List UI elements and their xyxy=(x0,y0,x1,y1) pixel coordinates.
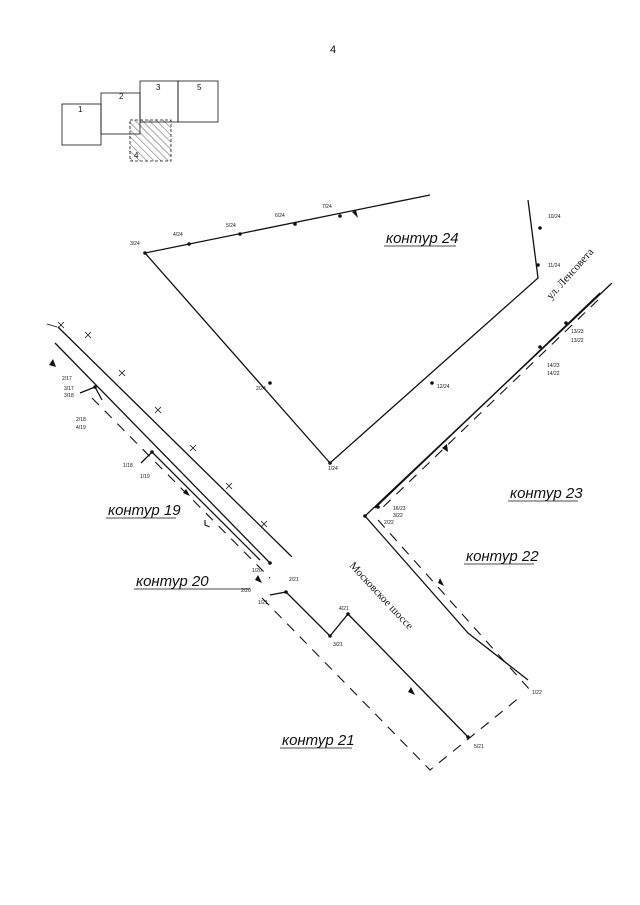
key-label-3: 3 xyxy=(156,83,161,92)
contour-24-boundary xyxy=(143,194,542,465)
contour-19-20-boundary xyxy=(46,321,293,583)
pt-1-24: 1/24 xyxy=(328,466,338,472)
pt-5-24: 5/24 xyxy=(226,223,236,229)
pt-3-22: 3/22 xyxy=(393,513,403,519)
pt-1-22: 1/22 xyxy=(532,690,542,696)
page-number: 4 xyxy=(330,44,336,56)
pt-14-23: 14/23 xyxy=(547,363,560,369)
label-contour-20: контур 20 xyxy=(136,573,209,590)
pt-1-20: 1/20 xyxy=(252,568,262,574)
pt-4-24: 4/24 xyxy=(173,232,183,238)
pt-13-22: 13/22 xyxy=(571,338,584,344)
pt-13-23: 13/23 xyxy=(571,329,584,335)
label-contour-23: контур 23 xyxy=(510,485,583,502)
pt-3-17: 3/17 xyxy=(64,386,74,392)
label-contour-19: контур 19 xyxy=(108,502,181,519)
pt-6-24: 6/24 xyxy=(275,213,285,219)
pt-11-24: 11/24 xyxy=(548,263,560,269)
pt-5-21: 5/21 xyxy=(474,744,484,750)
pt-2-18: 2/18 xyxy=(76,417,86,423)
street-moskovskoe: Московское шоссе xyxy=(347,560,416,632)
pt-2-24: 2/24 xyxy=(256,386,266,392)
pt-2-22: 2/22 xyxy=(384,520,394,526)
pt-2-21: 2/21 xyxy=(289,577,299,583)
pt-2-19: 1/19 xyxy=(140,474,150,480)
label-contour-22: контур 22 xyxy=(466,548,539,565)
pt-2-20: 2/20 xyxy=(241,588,251,594)
label-contour-21: контур 21 xyxy=(282,732,355,749)
pt-3-24: 3/24 xyxy=(130,241,140,247)
pt-16-23: 16/23 xyxy=(393,506,406,512)
pt-2-17: 2/17 xyxy=(62,376,72,382)
pt-4-21: 4/21 xyxy=(339,606,349,612)
pt-14-22: 14/22 xyxy=(547,371,560,377)
pt-4-19: 4/19 xyxy=(76,425,86,431)
contour-21-boundary xyxy=(261,590,521,771)
key-map: 1 2 3 5 4 xyxy=(61,80,219,162)
key-sheet-4 xyxy=(129,119,172,162)
street-lensoveta: ул. Ленсовета xyxy=(544,246,596,302)
key-label-4: 4 xyxy=(134,151,139,160)
label-contour-24: контур 24 xyxy=(386,230,459,247)
key-label-2: 2 xyxy=(119,92,124,101)
key-sheet-5 xyxy=(177,80,219,123)
pt-12-24: 12/24 xyxy=(437,384,450,390)
pt-3-21: 3/21 xyxy=(333,642,343,648)
pt-1-21: 1/21 xyxy=(258,600,268,606)
pt-10-24: 10/24 xyxy=(548,214,561,220)
pt-7-24: 7/24 xyxy=(322,204,332,210)
contour-23-22-boundary xyxy=(363,282,613,691)
pt-3-18: 3/18 xyxy=(64,393,74,399)
key-label-1: 1 xyxy=(78,105,83,114)
pt-1-18: 1/18 xyxy=(123,463,133,469)
key-label-5: 5 xyxy=(197,83,202,92)
